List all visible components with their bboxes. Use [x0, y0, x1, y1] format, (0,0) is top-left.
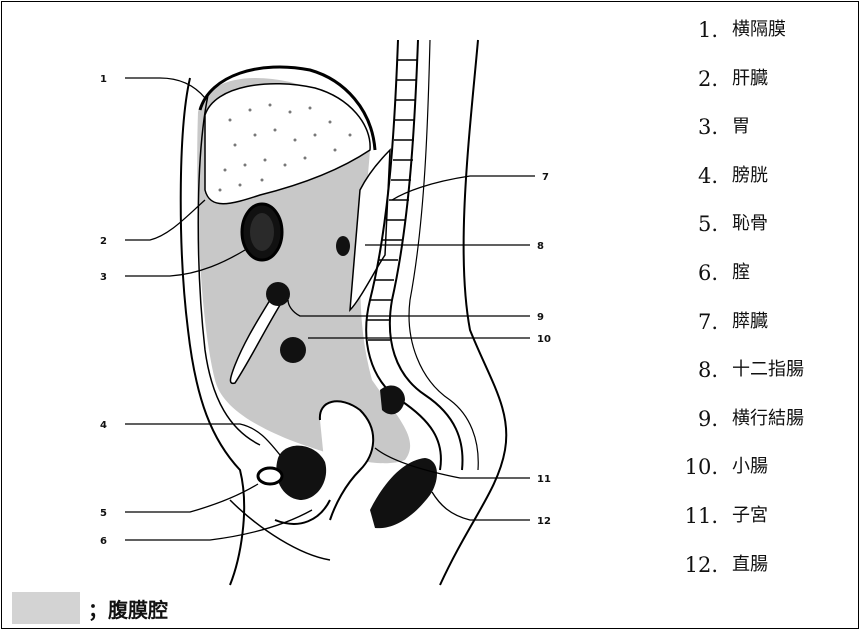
callout-3: 3	[100, 272, 107, 283]
bladder	[276, 446, 326, 500]
legend-item-6: 6. 腟	[676, 261, 804, 310]
legend-label: 十二指腸	[732, 358, 804, 382]
legend-item-11: 11. 子宮	[676, 504, 804, 553]
legend-label: 直腸	[732, 553, 768, 577]
vagina-line	[275, 500, 330, 524]
legend-number: 4.	[676, 164, 718, 188]
legend-label: 膵臓	[732, 310, 768, 334]
legend-item-10: 10. 小腸	[676, 455, 804, 504]
callout-7: 7	[542, 172, 549, 183]
legend-list: 1. 横隔膜 2. 肝臓 3. 胃 4. 膀胱 5. 恥骨 6. 腟 7. 膵臓 8. 十二指腸…	[676, 18, 804, 601]
legend-item-5: 5. 恥骨	[676, 212, 804, 261]
legend-label: 横行結腸	[732, 407, 804, 431]
legend-label: 胃	[732, 115, 750, 139]
callout-2: 2	[100, 236, 107, 247]
legend-number: 9.	[676, 407, 718, 431]
cavity-key: ；腹膜腔	[12, 592, 168, 624]
legend-item-12: 12. 直腸	[676, 553, 804, 602]
callout-5: 5	[100, 508, 107, 519]
legend-number: 1.	[676, 18, 718, 42]
legend-item-4: 4. 膀胱	[676, 164, 804, 213]
legend-number: 6.	[676, 261, 718, 285]
stomach-lumen	[250, 213, 274, 251]
rectum	[370, 458, 437, 528]
legend-label: 恥骨	[732, 212, 768, 236]
callout-4: 4	[100, 420, 107, 431]
spinal-canal	[409, 40, 478, 470]
legend-label: 腟	[732, 261, 750, 285]
legend-item-1: 1. 横隔膜	[676, 18, 804, 67]
callout-8: 8	[537, 241, 544, 252]
small-intestine	[280, 337, 306, 363]
callout-6: 6	[100, 536, 107, 547]
transverse-colon	[266, 282, 290, 306]
legend-number: 8.	[676, 358, 718, 382]
sigmoid	[380, 385, 405, 414]
legend-number: 5.	[676, 212, 718, 236]
duodenum	[336, 236, 350, 256]
callout-10: 10	[537, 334, 551, 345]
legend-number: 7.	[676, 310, 718, 334]
legend-number: 10.	[676, 455, 718, 479]
callout-12: 12	[537, 516, 551, 527]
callout-9: 9	[537, 312, 544, 323]
legend-number: 12.	[676, 553, 718, 577]
back-outline	[440, 40, 506, 585]
legend-item-3: 3. 胃	[676, 115, 804, 164]
legend-item-7: 7. 膵臓	[676, 310, 804, 359]
legend-number: 11.	[676, 504, 718, 528]
anatomy-diagram: 1 2 3 4 5 6 7 8 9 10 11 12	[0, 0, 640, 590]
callout-1: 1	[100, 74, 107, 85]
cavity-swatch	[12, 592, 80, 624]
legend-label: 膀胱	[732, 164, 768, 188]
legend-label: 子宮	[732, 504, 768, 528]
legend-label: 横隔膜	[732, 18, 786, 42]
legend-item-9: 9. 横行結腸	[676, 407, 804, 456]
pubic-bone	[258, 468, 282, 484]
legend-label: 小腸	[732, 455, 768, 479]
legend-number: 2.	[676, 67, 718, 91]
legend-label: 肝臓	[732, 67, 768, 91]
callout-11: 11	[537, 474, 551, 485]
legend-item-2: 2. 肝臓	[676, 67, 804, 116]
cavity-key-label: ；腹膜腔	[88, 594, 168, 623]
legend-item-8: 8. 十二指腸	[676, 358, 804, 407]
legend-number: 3.	[676, 115, 718, 139]
